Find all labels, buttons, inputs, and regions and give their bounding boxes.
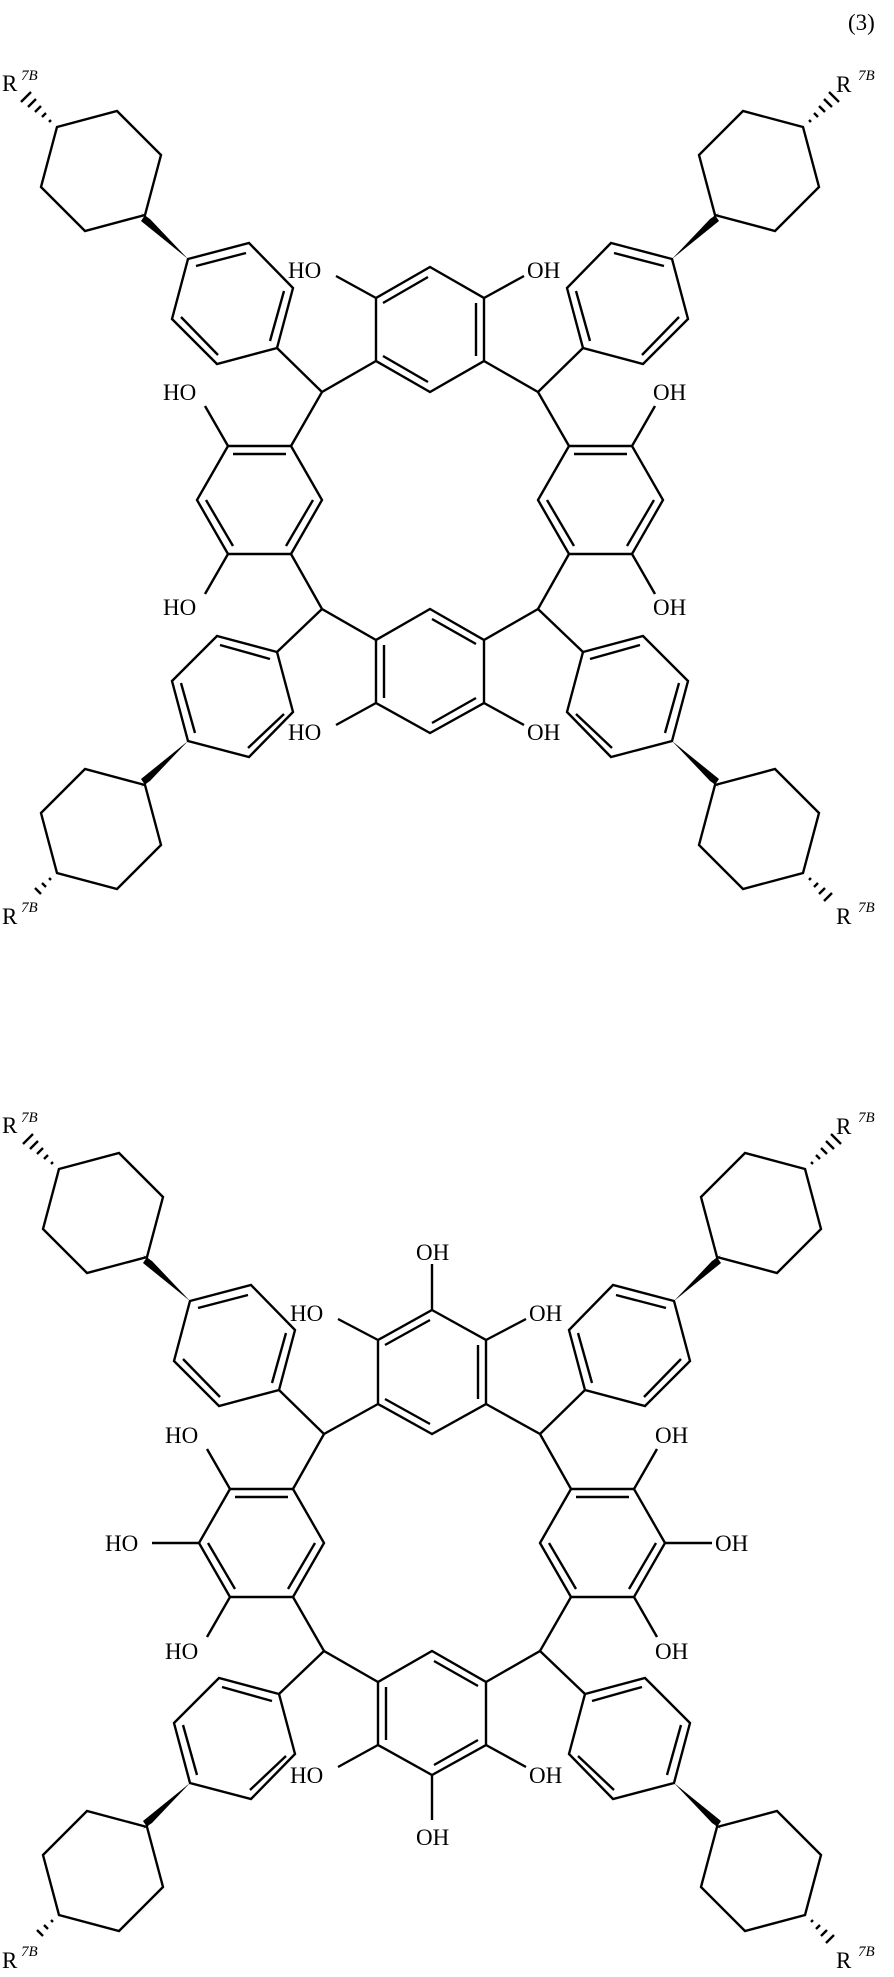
svg-text:R: R [836,1114,852,1139]
substituent-label: R 7B [2,1944,38,1973]
hydroxyl-label: OH [655,1423,688,1448]
hashed-bond [808,91,840,123]
substituent-label: R 7B [2,68,38,96]
top-resorcinol-ring [335,265,525,394]
hydroxyl-label: HO [288,720,321,745]
svg-text:7B: 7B [21,1944,38,1960]
hydroxyl-label: HO [163,595,196,620]
svg-text:7B: 7B [21,900,38,916]
substituent-label: R 7B [836,68,875,97]
hashed-bond [22,1133,54,1165]
substituent-label: R 7B [2,900,38,929]
top-pyrogallol-ring [337,1264,527,1436]
bottom-resorcinol-ring [335,607,525,735]
structure-resorcinarene: HO OH HO OH HO HO [2,68,875,929]
hydroxyl-label: HO [165,1639,198,1664]
svg-text:7B: 7B [858,1944,875,1960]
hydroxyl-label: OH [653,380,686,405]
hashed-bond [808,877,833,902]
hydroxyl-label: OH [527,258,560,283]
svg-text:7B: 7B [858,900,875,916]
hydroxyl-label: HO [163,380,196,405]
hashed-bond [20,91,52,123]
cyclohexylphenyl-lower-right [565,634,833,902]
svg-text:R: R [836,1948,852,1973]
svg-text:R: R [2,1948,18,1973]
svg-text:R: R [836,904,852,929]
svg-text:7B: 7B [21,68,38,84]
hydroxyl-label: OH [715,1531,748,1556]
hydroxyl-label: HO [290,1763,323,1788]
cyclohexylphenyl-lower-left [34,634,295,895]
hashed-bond [36,1919,54,1937]
svg-text:7B: 7B [858,68,875,84]
hashed-bond [34,877,52,895]
hydroxyl-label: HO [290,1301,323,1326]
substituent-label: R 7B [2,1110,38,1138]
structure-pyrogallolarene: HO OH OH HO OH OH HO HO HO [2,1110,875,1973]
cyclohexylphenyl-lower-right [567,1676,835,1944]
svg-text:R: R [2,1113,18,1138]
svg-text:R: R [2,71,18,96]
hydroxyl-label: OH [527,720,560,745]
hashed-bond [810,1133,842,1165]
right-resorcinol-ring [536,405,665,595]
cyclohexylphenyl-lower-left [36,1676,297,1937]
cyclohexylphenyl-upper-left [22,1133,297,1408]
hydroxyl-label: OH [653,595,686,620]
hydroxyl-label: HO [288,258,321,283]
hashed-bond [810,1919,835,1944]
cyclohexylphenyl-upper-right [567,1133,842,1408]
svg-text:7B: 7B [21,1110,38,1126]
left-resorcinol-ring [195,405,324,595]
methine-bridges [276,347,584,653]
svg-text:7B: 7B [858,1110,875,1126]
hydroxyl-label: OH [529,1301,562,1326]
svg-text:R: R [2,904,18,929]
substituent-label: R 7B [836,1944,875,1973]
hydroxyl-label: OH [416,1825,449,1850]
substituent-label: R 7B [836,1110,875,1139]
hydroxyl-label: HO [105,1531,138,1556]
equation-number: (3) [848,10,875,35]
hydroxyl-label: OH [655,1639,688,1664]
methine-bridges [278,1389,586,1695]
cyclohexylphenyl-upper-right [565,91,840,366]
svg-text:R: R [836,72,852,97]
hydroxyl-label: OH [416,1240,449,1265]
substituent-label: R 7B [836,900,875,929]
right-pyrogallol-ring [538,1448,712,1638]
cyclohexylphenyl-upper-left [20,91,295,366]
hydroxyl-label: OH [529,1763,562,1788]
left-pyrogallol-ring [152,1448,326,1638]
hydroxyl-label: HO [165,1423,198,1448]
